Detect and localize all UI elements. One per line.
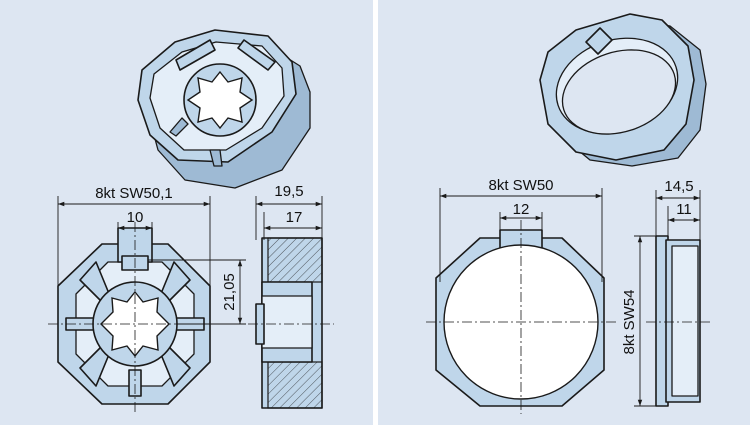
left-width-dimension: 8kt SW50,1 [95,185,173,202]
left-front-dimensions [57,196,246,325]
right-side-outer-dimension: 14,5 [664,178,693,195]
right-front-dimensions [439,188,603,282]
right-height-dimension: 8kt SW54 [621,289,638,354]
left-iso-view [137,29,311,189]
right-side-inner-dimension: 11 [676,201,692,218]
left-side-inner-dimension: 17 [286,209,303,226]
right-iso-view [539,13,707,167]
right-side-view [634,190,710,407]
left-side-view [248,196,334,409]
right-front-view [426,220,616,414]
left-front-view [48,222,222,412]
right-width-dimension: 8kt SW50 [488,177,553,194]
left-side-outer-dimension: 19,5 [274,183,303,200]
left-height-dimension: 21,05 [221,273,238,311]
right-slot-dimension: 12 [513,201,530,218]
left-slot-dimension: 10 [127,209,144,226]
